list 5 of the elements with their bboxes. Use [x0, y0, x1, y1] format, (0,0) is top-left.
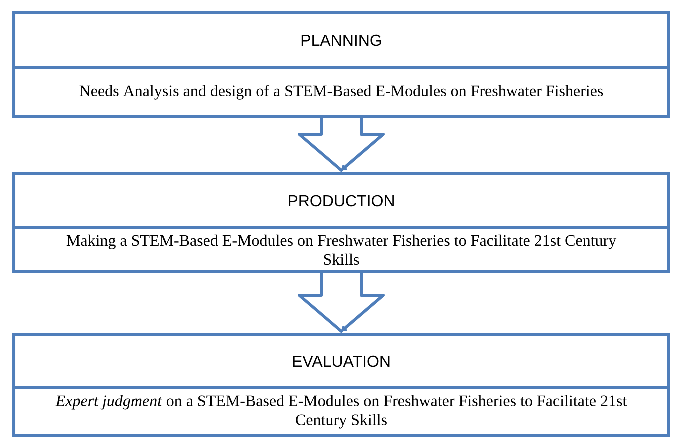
block-arrow: [298, 272, 385, 333]
stage-box: PRODUCTION Making a STEM-Based E-Modules on Freshwater Fisheries to Facilitate 21st Century Skills: [12, 172, 670, 274]
block-arrow: [298, 117, 385, 172]
stage-box: PLANNING Needs Analysis and design of a STEM-Based E-Modules on Freshwater Fisheries: [12, 12, 670, 118]
stage-box: EVALUATION Expert judgment on a STEM-Based E-Modules on Freshwater Fisheries to Facilitate 21st Century Skills: [12, 333, 670, 438]
